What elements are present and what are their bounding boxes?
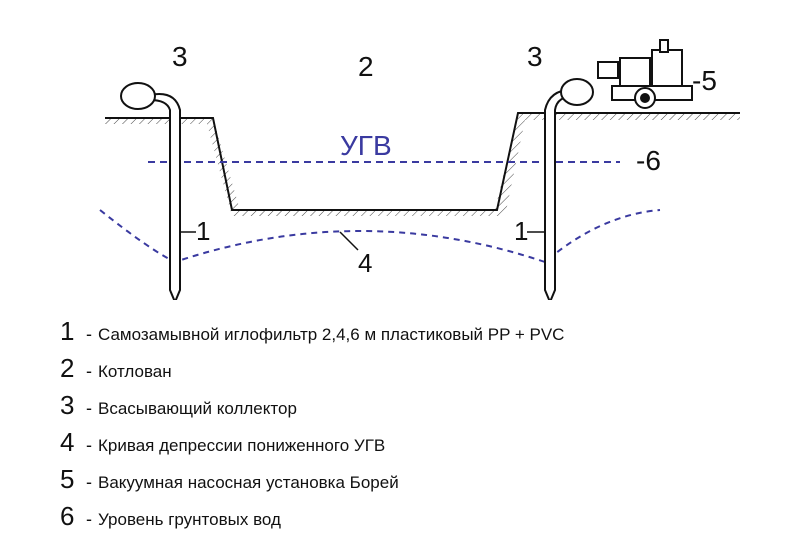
needle-filter-left <box>120 82 181 300</box>
label-needle-filter-right: 1 <box>514 216 528 246</box>
collector-left <box>120 82 156 110</box>
legend-text: Вакуумная насосная установка Борей <box>98 473 399 492</box>
legend-item: 5 - Вакуумная насосная установка Борей <box>60 464 399 494</box>
legend-item: 1 - Самозамывной иглофильтр 2,4,6 м плас… <box>60 316 565 346</box>
needle-filter-right <box>544 78 594 300</box>
legend-number: 6 <box>60 501 75 531</box>
legend-number: 4 <box>60 427 75 457</box>
collector-right <box>560 78 594 106</box>
label-depression-curve: 4 <box>358 248 372 278</box>
legend-item: 2 - Котлован <box>60 353 172 383</box>
label-water-level: -6 <box>636 145 661 176</box>
label-ugv: УГВ <box>340 130 392 161</box>
label-collector-left: 3 <box>172 41 188 72</box>
legend-number: 5 <box>60 464 75 494</box>
legend-text: Котлован <box>98 362 172 381</box>
label-pump: -5 <box>692 65 717 96</box>
legend: 1 - Самозамывной иглофильтр 2,4,6 м плас… <box>60 316 780 538</box>
label-pit: 2 <box>358 51 374 82</box>
label-collector-right: 3 <box>527 41 543 72</box>
legend-text: Уровень грунтовых вод <box>98 510 281 529</box>
legend-text: Самозамывной иглофильтр 2,4,6 м пластико… <box>98 325 565 344</box>
legend-number: 1 <box>60 316 75 346</box>
label-needle-filter-left: 1 <box>196 216 210 246</box>
legend-text: Всасывающий коллектор <box>98 399 297 418</box>
legend-item: 6 - Уровень грунтовых вод <box>60 501 281 531</box>
legend-item: 4 - Кривая депрессии пониженного УГВ <box>60 427 386 457</box>
legend-text: Кривая депрессии пониженного УГВ <box>98 436 386 455</box>
legend-item: 3 - Всасывающий коллектор <box>60 390 297 420</box>
depression-curve <box>99 209 661 264</box>
legend-number: 3 <box>60 390 75 420</box>
legend-number: 2 <box>60 353 75 383</box>
dewatering-diagram: 3 2 3 -5 УГВ -6 1 1 4 <box>99 39 740 300</box>
vacuum-pump-unit <box>597 39 693 109</box>
